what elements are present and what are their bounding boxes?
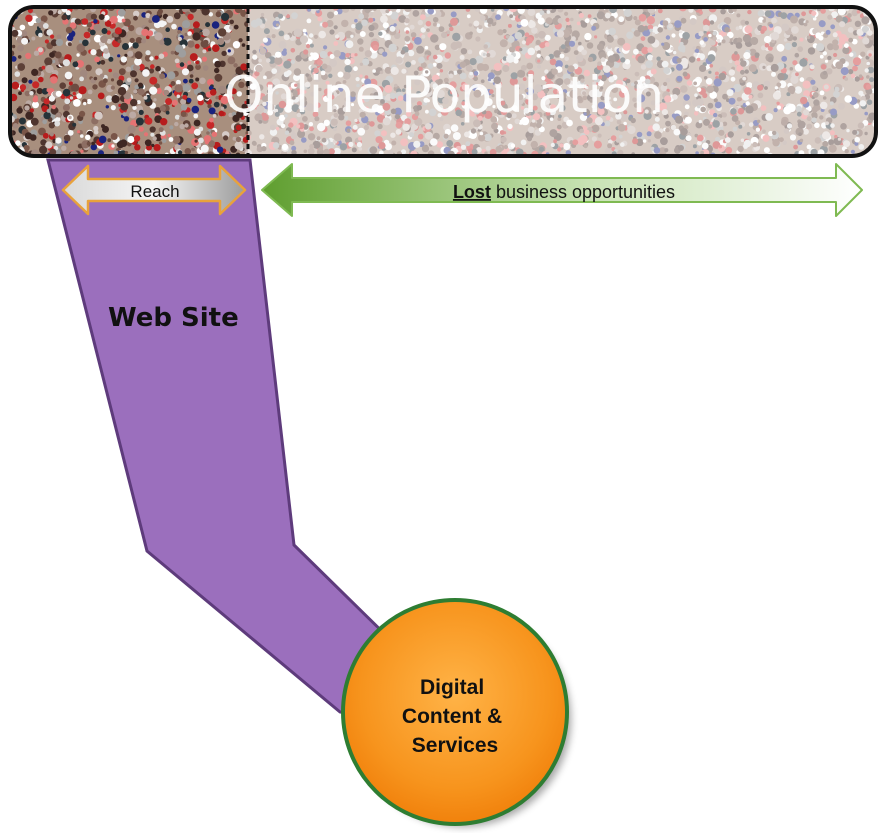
banner-title: Online Population bbox=[224, 66, 664, 124]
hub-line-1: Digital bbox=[420, 676, 484, 699]
hub-label: Digital Content & Services bbox=[402, 676, 508, 757]
lost-emphasis: Lost bbox=[453, 182, 491, 202]
website-label: Web Site bbox=[108, 303, 239, 333]
lost-opportunities-arrow: Lost business opportunities bbox=[261, 163, 863, 217]
hub-circle bbox=[341, 598, 569, 826]
digital-content-hub: Digital Content & Services bbox=[341, 598, 571, 827]
hub-line-3: Services bbox=[412, 734, 498, 757]
online-population-banner: Online Population bbox=[8, 5, 878, 158]
reach-label: Reach bbox=[130, 182, 179, 201]
hub-line-2: Content & bbox=[402, 705, 502, 728]
website-funnel bbox=[46, 158, 400, 719]
reach-arrow: Reach bbox=[61, 164, 247, 216]
lost-opportunities-label: Lost business opportunities bbox=[453, 182, 675, 202]
lost-rest: business opportunities bbox=[491, 182, 675, 202]
